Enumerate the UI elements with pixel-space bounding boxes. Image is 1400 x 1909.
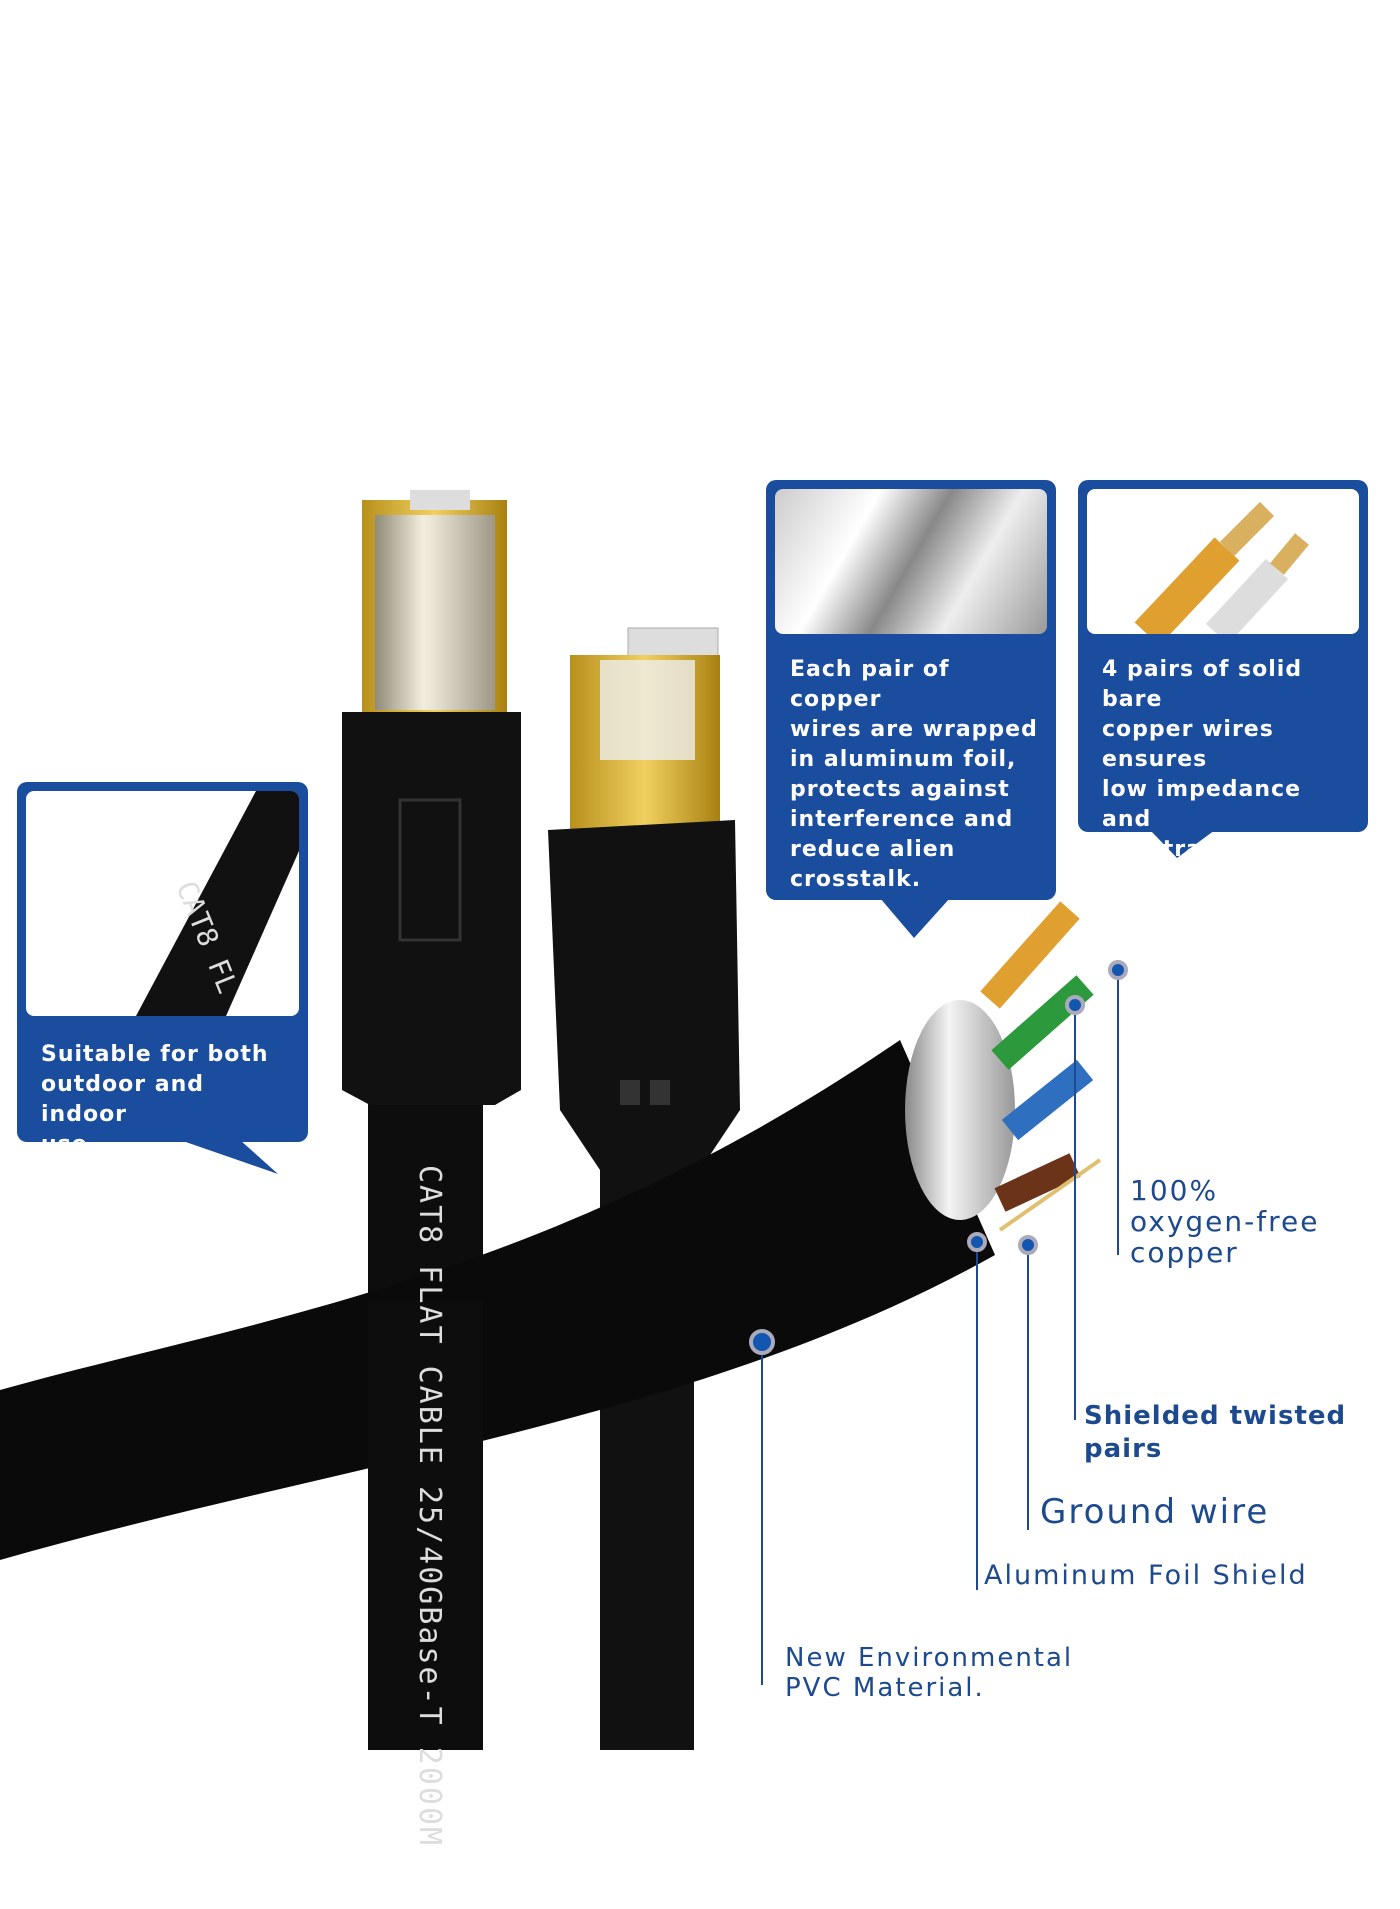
callout-tail-2 <box>880 898 950 938</box>
flat-cable-band <box>0 1040 995 1560</box>
callout-tail-3 <box>1150 830 1215 858</box>
callout-text: Suitable for both outdoor and indoor use… <box>41 1042 269 1157</box>
callout-image-cable-closeup: CAT8 FL <box>26 791 299 1016</box>
callout-text: 4 pairs of solid bare copper wires ensur… <box>1102 657 1335 922</box>
callout-aluminum-foil: Each pair of copper wires are wrapped in… <box>766 480 1056 900</box>
rj45-connector-left <box>342 490 521 1105</box>
leader-dots <box>749 960 1128 1355</box>
callout-solid-copper: 4 pairs of solid bare copper wires ensur… <box>1078 480 1368 922</box>
label-oxygen-free-copper: 100% oxygen-free copper <box>1130 1174 1320 1269</box>
cable-left-front <box>368 1300 483 1750</box>
label-pvc-material: New Environmental PVC Material. <box>785 1643 1074 1703</box>
callout-tail-1 <box>180 1140 278 1174</box>
label-aluminum-foil-shield: Aluminum Foil Shield <box>984 1560 1308 1591</box>
callout-image-foil <box>775 489 1047 634</box>
callout-outdoor-indoor: CAT8 FL Suitable for both outdoor and in… <box>17 782 308 1157</box>
leader-lines <box>761 970 1119 1685</box>
label-ground-wire: Ground wire <box>1040 1492 1270 1532</box>
twisted-pairs <box>905 901 1102 1232</box>
cable-print-main: CAT8 FLAT CABLE 25/40GBase-T 2000M <box>412 1165 447 1847</box>
label-shielded-twisted-pairs: Shielded twisted pairs <box>1084 1401 1347 1464</box>
rj45-connector-right <box>548 627 740 1170</box>
callout-image-copper <box>1087 489 1359 634</box>
callout-text: Each pair of copper wires are wrapped in… <box>790 657 1038 892</box>
